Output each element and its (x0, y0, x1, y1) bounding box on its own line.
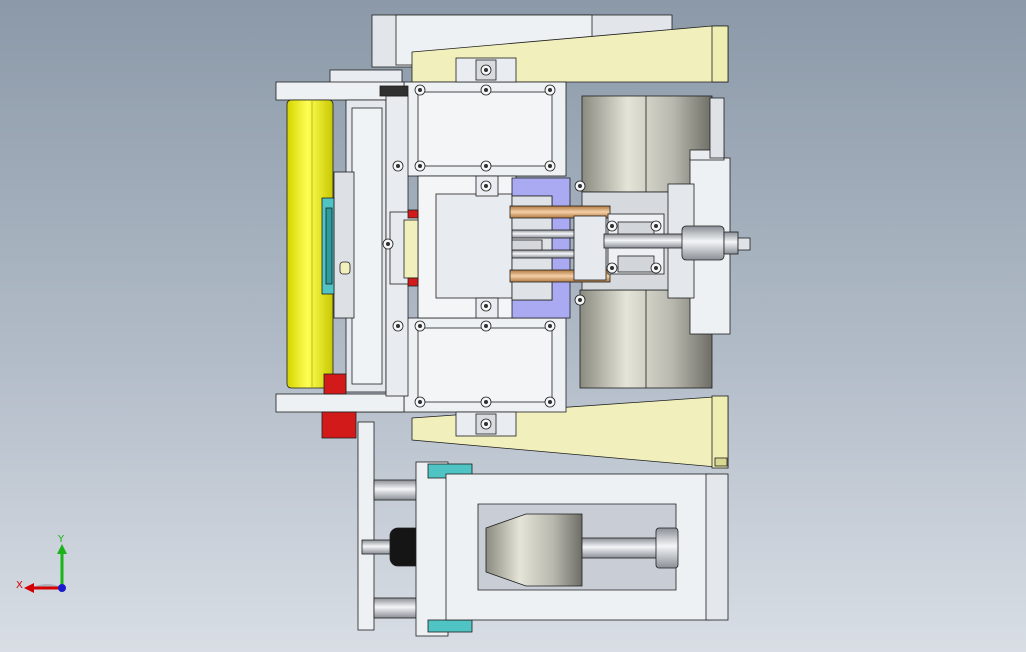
screw-socket (484, 68, 488, 72)
screw-socket (548, 324, 552, 328)
screw-socket (418, 400, 422, 404)
z-axis-dot (58, 584, 66, 592)
x-axis-head (24, 583, 34, 593)
screw-socket (484, 164, 488, 168)
screw-socket (484, 400, 488, 404)
screw-socket (578, 298, 582, 302)
screw-socket (484, 88, 488, 92)
sensor-bracket (389, 209, 419, 287)
screw-socket (610, 224, 614, 228)
screw-socket (548, 88, 552, 92)
y-axis-label: Y (57, 534, 65, 545)
y-axis-head (57, 544, 67, 554)
fastener-group (382, 64, 662, 430)
screw-socket (396, 164, 400, 168)
screw-socket (418, 88, 422, 92)
screw-socket (548, 164, 552, 168)
upper-guide-plate (403, 57, 567, 177)
center-slider (417, 175, 517, 319)
coordinate-triad: X Y (16, 534, 67, 593)
lower-cylinder-assembly (357, 421, 729, 637)
screw-socket (386, 242, 390, 246)
left-frame (275, 69, 409, 413)
screw-socket (418, 324, 422, 328)
screw-socket (578, 184, 582, 188)
screw-socket (418, 164, 422, 168)
small-knob (339, 261, 351, 275)
teal-bushing (321, 197, 335, 295)
top-housing (371, 14, 729, 469)
lower-guide-plate (403, 317, 567, 437)
screw-socket (654, 266, 658, 270)
screw-socket (484, 422, 488, 426)
screw-socket (396, 324, 400, 328)
red-block (321, 373, 357, 439)
screw-socket (610, 266, 614, 270)
screw-socket (548, 400, 552, 404)
screw-socket (654, 224, 658, 228)
screw-socket (484, 304, 488, 308)
screw-socket (484, 184, 488, 188)
screw-socket (484, 324, 488, 328)
copper-rods (509, 195, 611, 301)
x-axis-label: X (16, 580, 23, 591)
